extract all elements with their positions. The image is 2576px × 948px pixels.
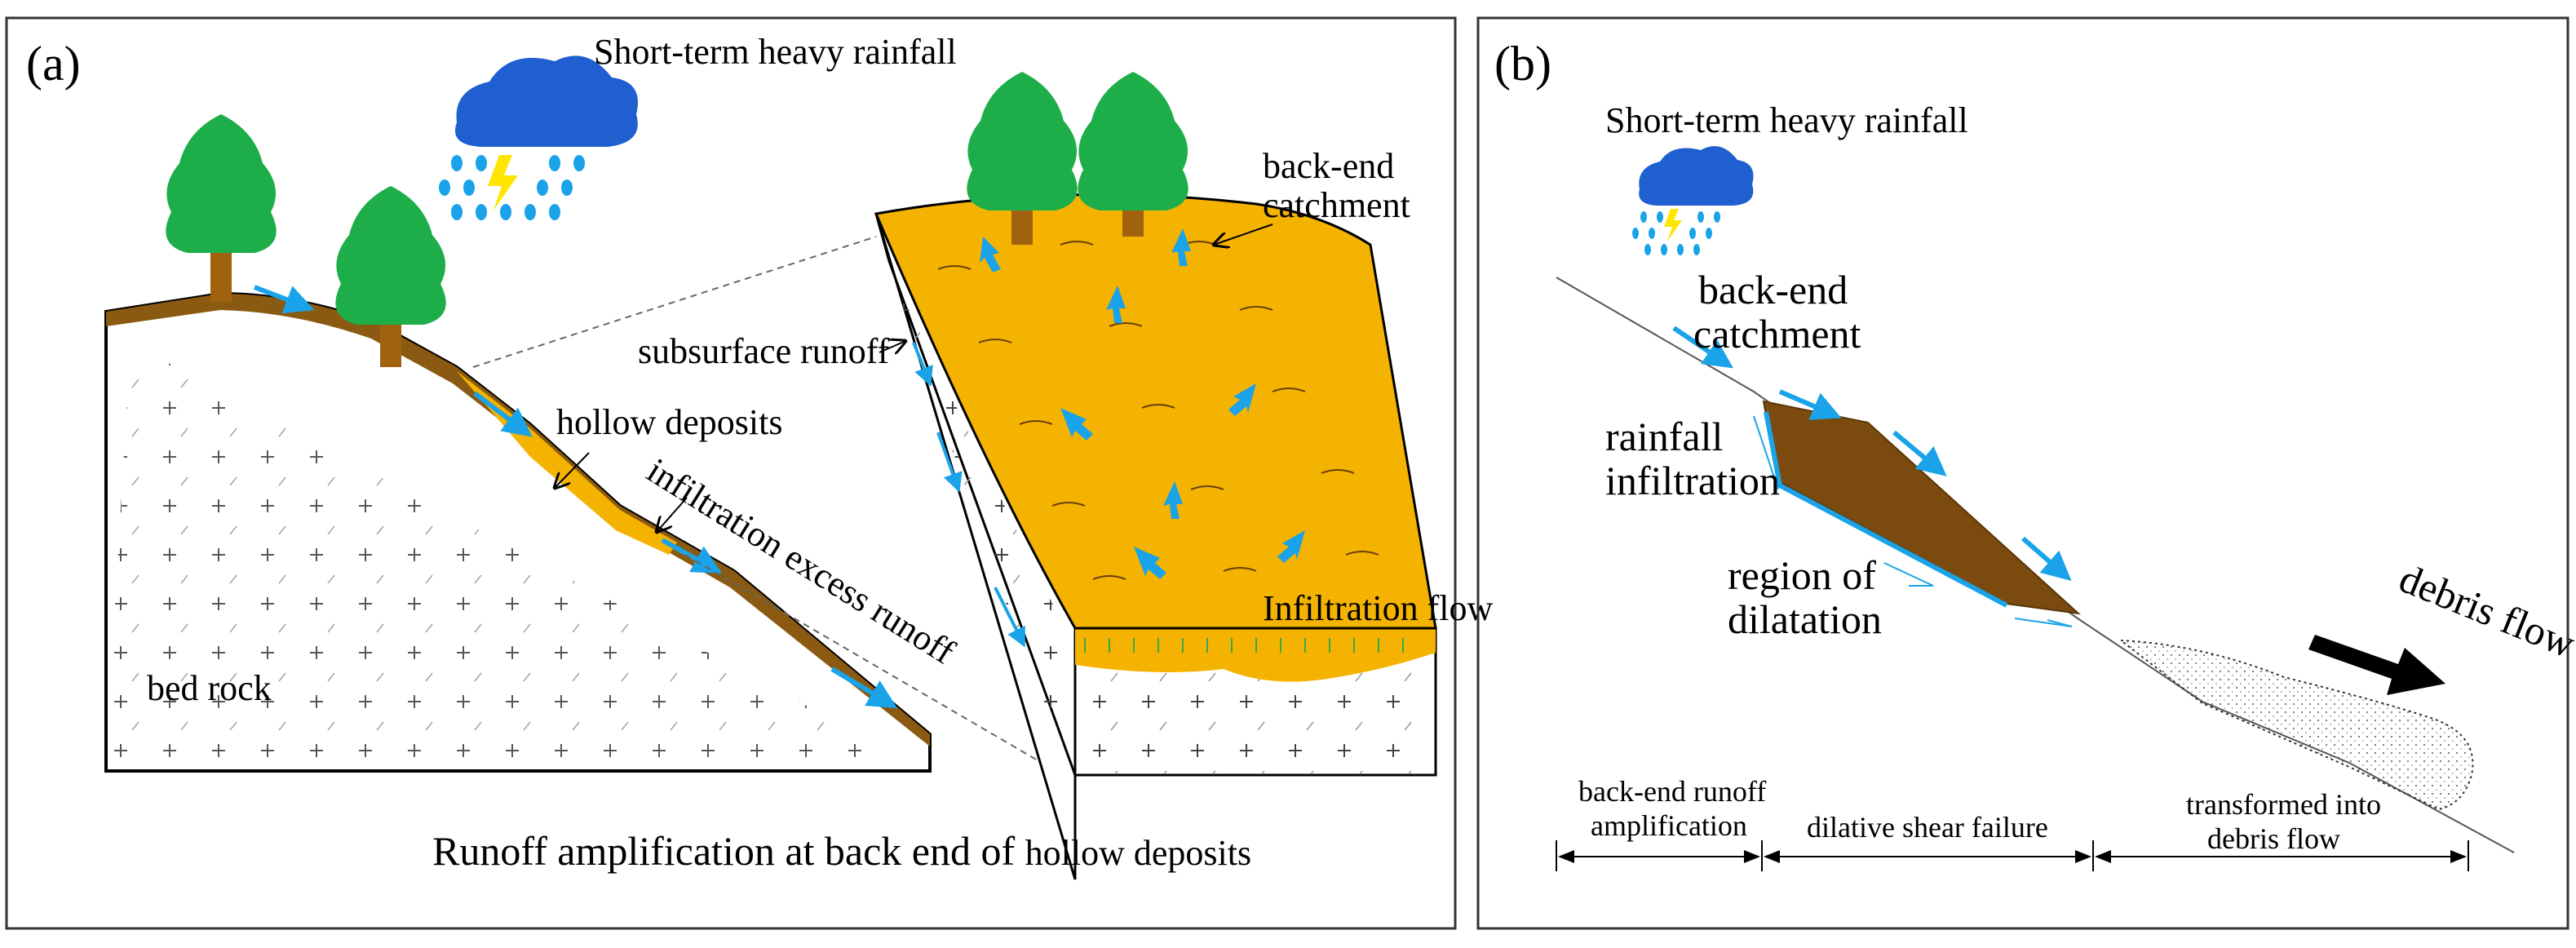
debris-flow-arrow [2308,635,2445,695]
panel-b: (b) Short-term heavy rainfall [1476,16,2576,930]
rain-label-b: Short-term heavy rainfall [1605,100,1968,140]
bed-rock-label: bed rock [147,668,272,708]
slip-surface [1764,411,2008,608]
subsurface-runoff-arrow [879,341,905,352]
panel-a-label: (a) [26,37,81,91]
runoff-arrows-a [253,285,898,709]
infiltration-excess-arrow [657,497,688,532]
region-label-1: region of [1728,552,1876,598]
stage-dimension-line [1556,840,2469,871]
infiltration-flow-label: Infiltration flow [1263,588,1493,628]
rainfall-label-2: infiltration [1605,458,1780,503]
rain-cloud-icon [1632,146,1754,255]
stage3-label-2: debris flow [2207,822,2340,855]
zoom-block [874,72,1437,880]
back-end-label-2: catchment [1263,185,1410,225]
rainfall-label-1: rainfall [1605,414,1723,459]
caption-main: Runoff amplification at back end of [432,828,1025,874]
subsurface-runoff-label: subsurface runoff [638,331,890,371]
debris-flow-label: debris flow [2393,555,2576,667]
runoff-arrows-b [1672,326,2072,581]
panel-a: (a) Short-term heavy rainfall [5,16,1493,930]
caption-a: Runoff amplification at back end of holl… [432,828,1251,874]
back-end-label-b2: catchment [1693,311,1861,357]
stage2-label: dilative shear failure [1807,811,2048,844]
back-end-label-1: back-end [1263,146,1394,186]
zoom-deposit-front [1075,628,1436,682]
stage1-label-1: back-end runoff [1578,775,1766,808]
zoom-line [684,554,1078,784]
hollow-deposits-arrow [555,452,590,488]
zoom-deposit-top [874,193,1437,630]
tree-icon [335,186,446,367]
back-end-arrow-a [1214,224,1273,245]
tree-icon [166,114,277,302]
region-label-2: dilatation [1728,596,1882,642]
tree-icon [1078,72,1188,237]
stage3-label-1: transformed into [2186,788,2381,821]
debris-deposit [2118,639,2474,811]
stage1-label-2: amplification [1591,809,1747,842]
panel-b-label: (b) [1494,37,1551,91]
back-end-label-b1: back-end [1698,267,1848,312]
tree-icon [967,72,1078,245]
rain-label-a: Short-term heavy rainfall [594,32,957,72]
bedrock-texture [106,343,905,759]
rain-cloud-icon [439,55,638,220]
panel-a-frame [5,16,1457,930]
panel-b-frame [1476,16,2569,930]
zoom-line [472,236,877,368]
caption-tail: hollow deposits [1025,833,1251,873]
hollow-deposits-label: hollow deposits [556,402,782,442]
